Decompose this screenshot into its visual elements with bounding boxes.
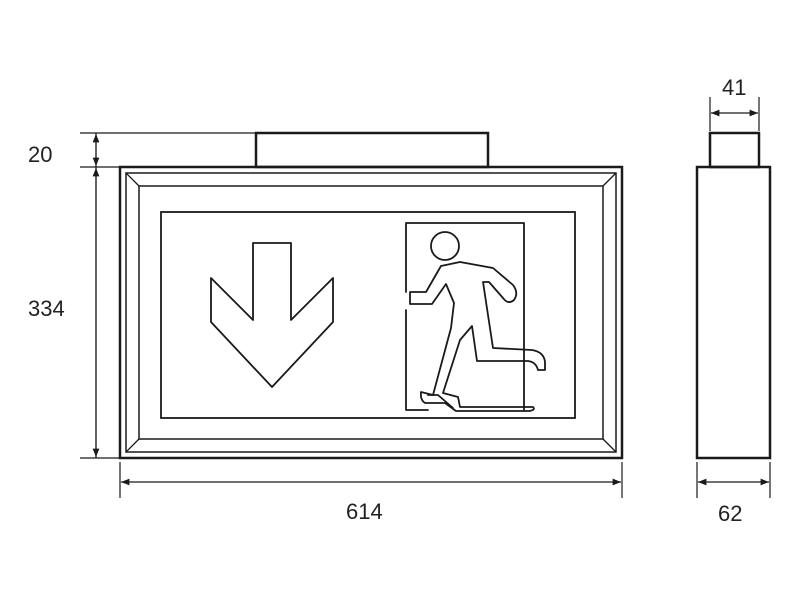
body-width-label: 614 [346, 499, 383, 524]
runner-leg-detail [427, 394, 454, 409]
front-view: 20 334 614 [28, 131, 624, 524]
front-mount-block [254, 131, 490, 169]
side-body [695, 165, 772, 460]
mount-depth-label: 41 [722, 75, 746, 100]
body-height-label: 334 [28, 296, 65, 321]
front-bevel [138, 185, 604, 440]
side-view: 41 62 [695, 75, 772, 526]
door-frame [405, 222, 525, 411]
runner-body [409, 261, 546, 412]
front-display-panel [160, 211, 576, 419]
front-outer-frame [118, 165, 624, 460]
side-mount-block [708, 131, 761, 169]
runner-head [430, 231, 460, 261]
side-mount-depth-dimension [709, 97, 760, 131]
side-body-depth-dimension [696, 462, 771, 498]
mount-height-label: 20 [28, 142, 52, 167]
front-bevel-corners [125, 172, 617, 453]
front-width-dimension [119, 462, 623, 498]
front-height-dimensions [80, 132, 256, 459]
running-man-icon [405, 222, 546, 412]
front-frame-inner-edge [125, 172, 617, 453]
body-depth-label: 62 [718, 501, 742, 526]
down-arrow-icon [210, 242, 334, 388]
